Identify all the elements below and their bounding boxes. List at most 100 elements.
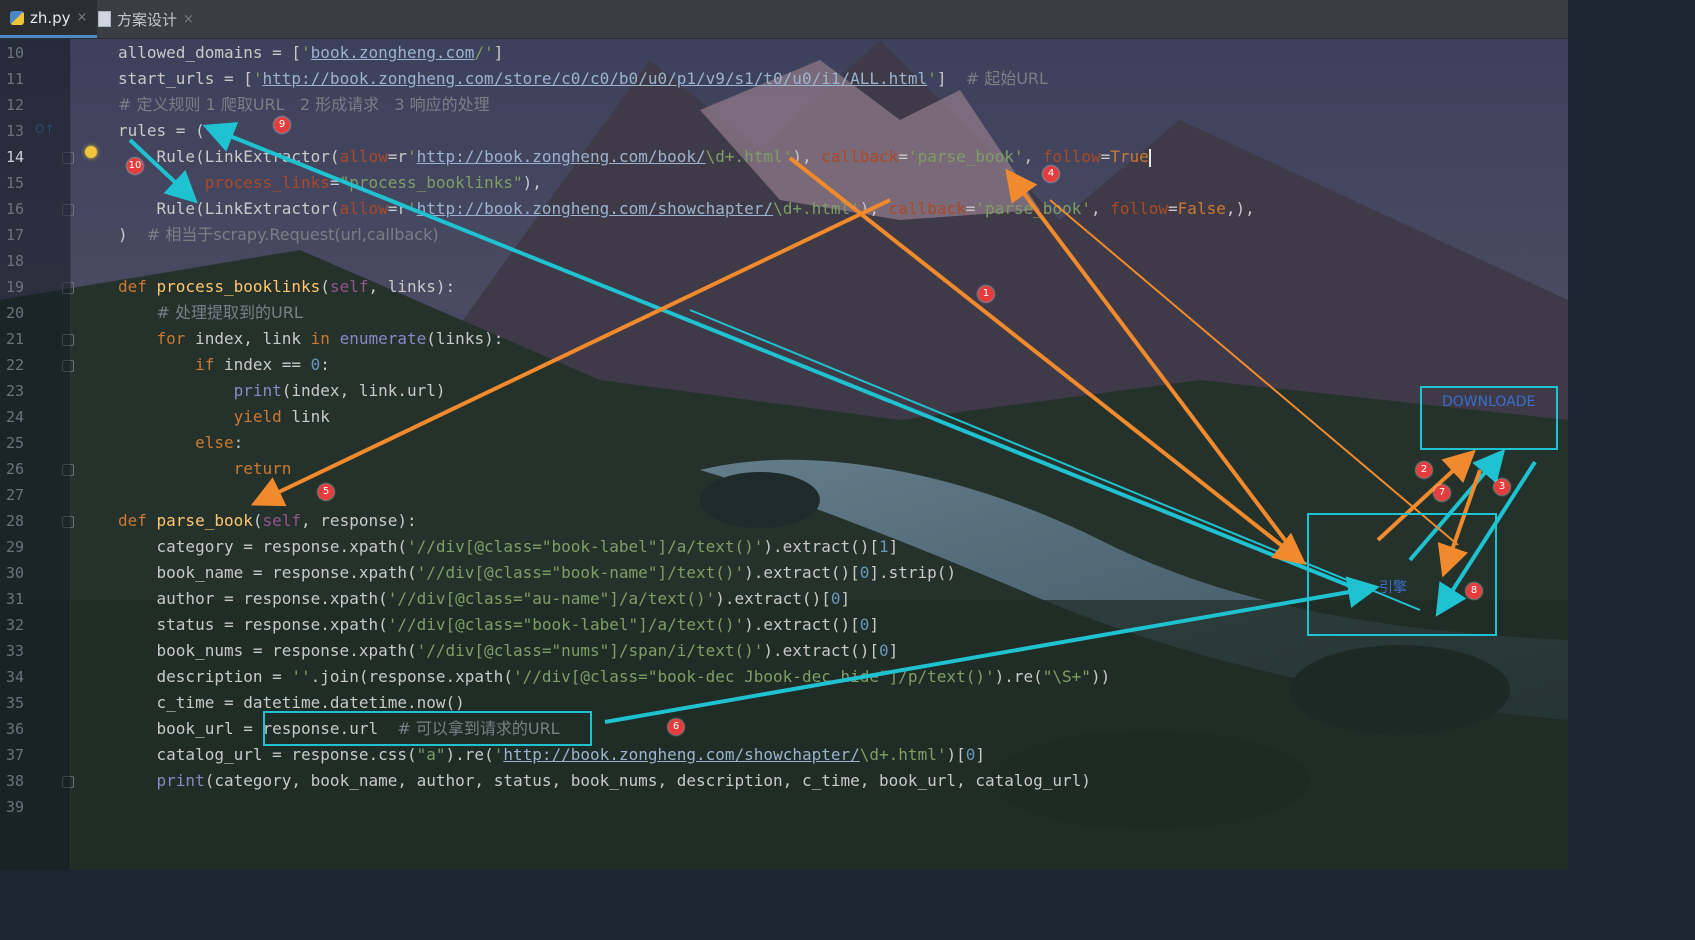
line-number: 13 [5,122,24,140]
code-token: allow [339,147,388,166]
code-token: : [320,355,330,374]
line-number: 11 [5,70,24,88]
code-token: \d+.html' [773,199,860,218]
tab-label: zh.py [30,8,71,27]
code-token: "\S+" [1042,667,1091,686]
code-text: print(category, book_name, author, statu… [118,768,1091,794]
code-token: .join(response.xpath( [310,667,513,686]
line-number: 10 [5,44,24,62]
code-line[interactable]: 21 for index, link in enumerate(links): [0,326,1568,352]
code-token: self [262,511,302,530]
code-line[interactable]: 36 book_url = response.url # 可以拿到请求的URL [0,716,1568,742]
engine-label: 引擎 [1379,580,1407,596]
code-text: description = ''.join(response.xpath('//… [118,664,1111,690]
code-token: ), [522,173,542,192]
code-line[interactable]: 14 Rule(LinkExtractor(allow=r'http://boo… [0,144,1568,170]
code-line[interactable]: 22 if index == 0: [0,352,1568,378]
editor-tab-bar: zh.py × 方案设计 × [0,0,1568,39]
response-url-highlight [263,711,592,746]
code-token: self [329,277,369,296]
code-token: allowed_domains = [ [118,43,302,62]
line-number: 25 [5,434,24,452]
code-token: ).extract()[ [744,563,860,582]
code-token: ).extract()[ [763,641,879,660]
code-token: ] [888,641,899,660]
code-line[interactable]: 24 yield link [0,404,1568,430]
code-token: 'parse_book' [907,147,1024,166]
code-token: # 相当于scrapy.Request(url,callback) [146,225,439,244]
step-badge: 9 [274,117,290,133]
code-text: # 处理提取到的URL [118,300,303,326]
code-token [118,303,157,322]
code-token: , response): [301,511,417,530]
line-number: 37 [5,746,24,764]
code-token: '//div[@class="nums"]/span/i/text()' [416,641,764,660]
line-number: 18 [5,252,24,270]
code-token: category = response.xpath( [118,537,407,556]
code-token: return [233,459,292,478]
code-token [118,381,234,400]
code-token: (index, link.url) [281,381,446,400]
line-number: 17 [5,226,24,244]
code-line[interactable]: 15 process_links="process_booklinks"), [0,170,1568,196]
tab-design-doc[interactable]: 方案设计 × [88,0,204,38]
code-line[interactable]: 34 description = ''.join(response.xpath(… [0,664,1568,690]
code-token: ).re( [994,667,1043,686]
step-badge: 6 [668,719,684,735]
code-line[interactable]: 20 # 处理提取到的URL [0,300,1568,326]
code-token: "process_booklinks" [339,173,523,192]
code-text: if index == 0: [118,352,330,378]
code-token: ).extract()[ [715,589,831,608]
code-line[interactable]: 38 print(category, book_name, author, st… [0,768,1568,794]
code-token: '//div[@class="book-label"]/a/text()' [387,615,745,634]
code-line[interactable]: 23 print(index, link.url) [0,378,1568,404]
code-line[interactable]: 25 else: [0,430,1568,456]
code-line[interactable]: 18 [0,248,1568,274]
tab-zh-py[interactable]: zh.py × [0,0,98,38]
code-token: '' [291,667,311,686]
code-line[interactable]: 16 Rule(LinkExtractor(allow=r'http://boo… [0,196,1568,222]
code-token: def [118,511,157,530]
code-token: 0 [879,641,889,660]
line-number: 29 [5,538,24,556]
code-token: ' [407,147,417,166]
code-token: ( [320,277,330,296]
line-number: 19 [5,278,24,296]
code-text: print(index, link.url) [118,378,446,404]
code-text: status = response.xpath('//div[@class="b… [118,612,879,638]
code-line[interactable]: 35 c_time = datetime.datetime.now() [0,690,1568,716]
code-token: =r [387,199,407,218]
code-line[interactable]: 12# 定义规则 1 爬取URL 2 形成请求 3 响应的处理 [0,92,1568,118]
line-number: 28 [5,512,24,530]
code-token: c_time = datetime.datetime.now() [118,693,465,712]
code-token: print [156,771,205,790]
code-token: , [1090,199,1111,218]
code-line[interactable]: 39 [0,794,1568,820]
code-token: = [1168,199,1178,218]
code-token: '//div[@class="book-name"]/text()' [416,563,745,582]
code-line[interactable]: 17 ) # 相当于scrapy.Request(url,callback) [0,222,1568,248]
code-line[interactable]: 33 book_nums = response.xpath('//div[@cl… [0,638,1568,664]
code-line[interactable]: 26 return [0,456,1568,482]
code-token: author = response.xpath( [118,589,388,608]
close-icon[interactable]: × [183,11,194,27]
step-badge: 8 [1466,583,1482,599]
line-number: 24 [5,408,24,426]
code-line[interactable]: 27 [0,482,1568,508]
step-badge: 4 [1043,166,1059,182]
step-badge: 2 [1416,462,1432,478]
code-line[interactable]: 37 catalog_url = response.css("a").re('h… [0,742,1568,768]
code-text: book_url = response.url # 可以拿到请求的URL [118,716,560,742]
lightbulb-icon[interactable] [85,146,97,158]
close-icon[interactable]: × [76,10,88,25]
line-number: 36 [5,720,24,738]
code-token: allow [339,199,388,218]
code-token: ( [252,511,263,530]
code-text: ) # 相当于scrapy.Request(url,callback) [118,222,439,248]
code-token: =r [387,147,407,166]
code-token: process_booklinks [156,277,321,296]
